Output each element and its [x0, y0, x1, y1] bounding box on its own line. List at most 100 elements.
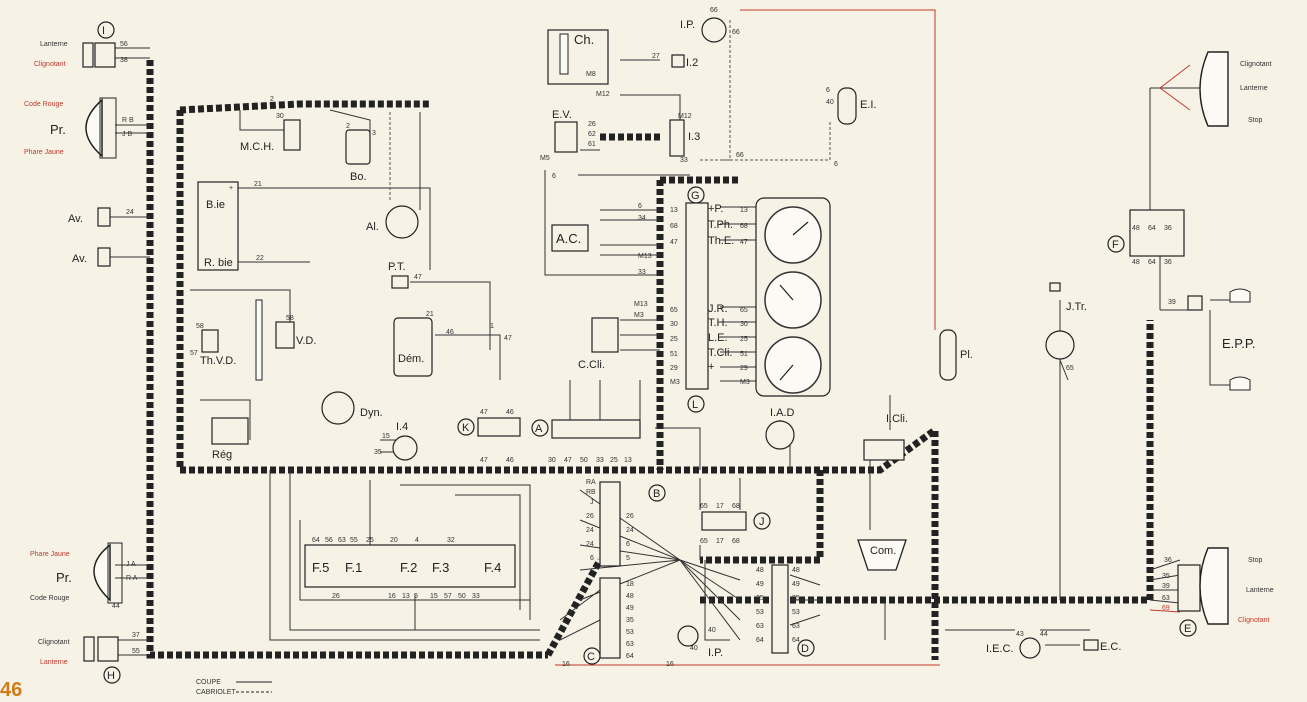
headlamp-bot-icon: [93, 543, 111, 602]
connector-I-tag: [97, 21, 115, 39]
ch-m8-label: M8: [586, 71, 596, 78]
g-num-r4: 65: [740, 307, 748, 314]
dynamo-label: Dyn.: [360, 407, 383, 419]
right-components: Clignotant Lanterne Stop F 48 64 36 48 6…: [1045, 51, 1274, 637]
side-repeater-1-icon: [97, 207, 111, 227]
connector-B-tag: [648, 484, 666, 502]
connector-B: B RA RB J 26 24 24 6 26 24 6 5: [586, 479, 666, 567]
d-num-4: 63: [756, 623, 764, 630]
g-num-8: 29: [670, 365, 678, 372]
plate-lamp-1-icon: [1229, 288, 1251, 303]
connector-C-tag: [583, 647, 601, 665]
wire-46-label: 46: [446, 329, 454, 336]
dynamo-icon: [321, 391, 355, 425]
ev-valve-icon: [554, 121, 578, 153]
mch-label: M.C.H.: [240, 141, 274, 153]
pt-sensor-icon: [391, 275, 409, 289]
g-num-2: 47: [670, 239, 678, 246]
wire-38-label: 38: [120, 57, 128, 64]
g-num-r6: 25: [740, 336, 748, 343]
dash-tph-label: T.Ph.: [708, 219, 733, 231]
fuse-f4-label: F.4: [484, 560, 501, 575]
d-num-r3: 53: [792, 609, 800, 616]
ip-40: 40: [708, 627, 716, 634]
distributor-label: Al.: [366, 221, 379, 233]
ei-6b: 6: [834, 161, 838, 168]
g-left-m13: M13: [634, 301, 648, 308]
fuse-n63: 63: [338, 537, 346, 544]
connector-D-label: D: [801, 643, 809, 655]
g-num-r9: M3: [740, 379, 750, 386]
wire-22-label: 22: [256, 255, 264, 262]
d-num-2: 35: [756, 595, 764, 602]
connector-B-block: [599, 481, 621, 567]
ei-switch-icon: [837, 87, 857, 125]
legend-coupe-label: COUPE: [196, 679, 221, 686]
connector-E-block: [1177, 564, 1201, 612]
ev-62: 62: [588, 131, 596, 138]
i4-switch-icon: [392, 435, 418, 461]
dash-le-label: L.E.: [708, 332, 728, 344]
connector-H-block: [97, 636, 119, 662]
d-num-r0: 48: [792, 567, 800, 574]
epp-connector-icon: [1187, 295, 1203, 311]
j-num-2: 68: [732, 503, 740, 510]
fan-blade-icon: [255, 299, 263, 381]
ev-26: 26: [588, 121, 596, 128]
d-num-5: 64: [756, 637, 764, 644]
legend-cabriolet-label: CABRIOLET: [196, 689, 236, 696]
regulator-label: Rég: [212, 449, 232, 461]
connector-G-block: [685, 202, 709, 390]
ei-40: 40: [826, 99, 834, 106]
footer: 46 COUPE CABRIOLET: [0, 679, 272, 701]
g-num-r7: 51: [740, 351, 748, 358]
code-rouge-bot-label: Code Rouge: [30, 595, 69, 602]
starter-label: Dém.: [398, 353, 424, 365]
wire-58b-label: 58: [286, 315, 294, 322]
wire-RB-label: R B: [122, 117, 134, 124]
m12-label: M12: [596, 91, 610, 98]
fuse-n56: 56: [325, 537, 333, 544]
connector-D-block: [771, 564, 789, 654]
ec-lamp-icon: [1083, 639, 1099, 651]
code-rouge-top-label: Code Rouge: [24, 101, 63, 108]
clignotant-bot-r-label: Clignotant: [1238, 617, 1270, 624]
ip-bottom-label: I.P.: [708, 647, 723, 659]
d-num-r1: 49: [792, 581, 800, 588]
ip-bottom-switch-icon: [677, 625, 699, 647]
d-num-r2: 35: [792, 595, 800, 602]
g-34: 34: [638, 215, 646, 222]
g-num-r1: 68: [740, 223, 748, 230]
g-num-7: 51: [670, 351, 678, 358]
clock-needle: [792, 221, 809, 236]
front-lamp-bot-icon: [83, 636, 95, 662]
wire-15-label: 15: [382, 433, 390, 440]
a-num-5: 13: [624, 457, 632, 464]
e-num-0: 36: [1164, 557, 1172, 564]
ip-16: 16: [666, 661, 674, 668]
iad-switch: I.A.D: [765, 407, 795, 450]
fuse-panel: [304, 544, 516, 588]
clignotant-bot-label: Clignotant: [38, 639, 70, 646]
connector-C-label: C: [587, 651, 595, 663]
iad-switch-icon: [765, 420, 795, 450]
plate-lamp-2-icon: [1229, 376, 1251, 391]
starter-icon: [393, 317, 433, 377]
dash-connector: G L +P. T.Ph. Th.E. J.R. T.H. L.E. T.Cli…: [578, 186, 831, 413]
page-number: 46: [0, 679, 22, 701]
wire-66-label: 66: [736, 152, 744, 159]
icli-label: I.Cli.: [886, 413, 908, 425]
fuse-n26: 26: [332, 593, 340, 600]
c-num-3: 35: [626, 617, 634, 624]
f-num-2: 36: [1164, 225, 1172, 232]
connector-L-label: L: [692, 399, 698, 411]
distributor-icon: [385, 205, 419, 239]
ev-61: 61: [588, 141, 596, 148]
k-47b: 47: [480, 457, 488, 464]
connector-J: J 65 17 68 65 17 68: [700, 503, 771, 545]
e-num-2: 39: [1162, 583, 1170, 590]
fuse-n13: 13: [402, 593, 410, 600]
b-num-2: J: [590, 499, 594, 506]
wire-47-label: 47: [414, 274, 422, 281]
